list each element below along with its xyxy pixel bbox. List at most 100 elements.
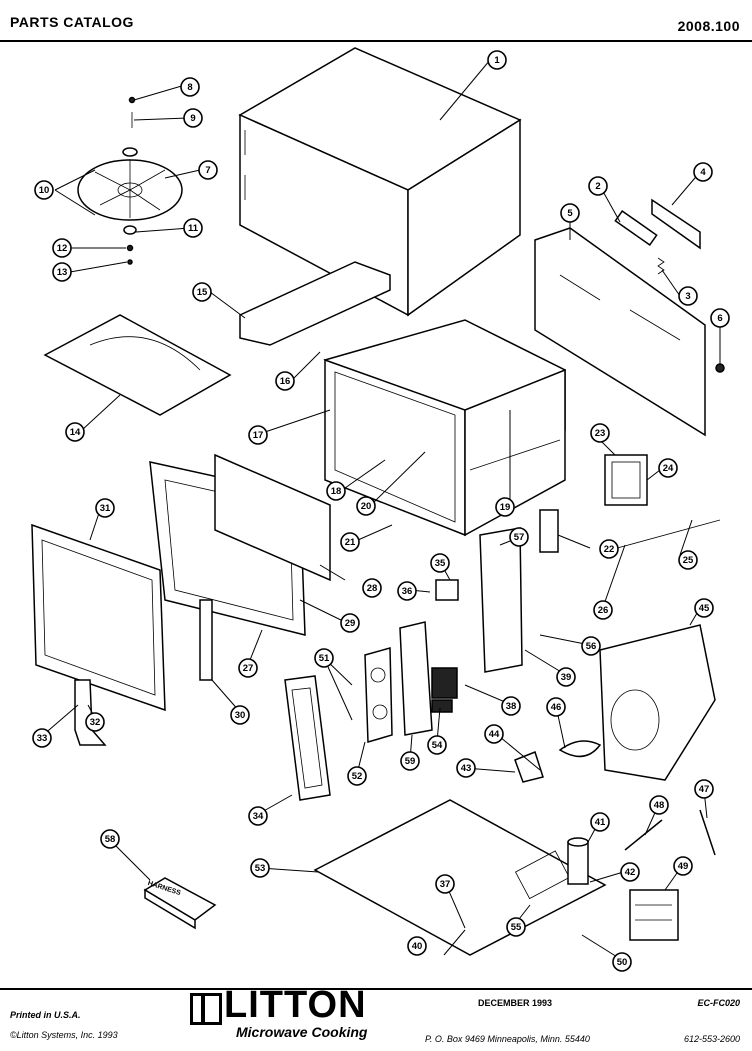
callout-label: 52 [352,771,363,782]
callout-label: 51 [319,653,330,664]
callout-label: 6 [717,313,722,324]
callout-15: 15 [192,282,212,302]
callout-10: 10 [34,180,54,200]
callout-label: 18 [331,486,342,497]
callout-label: 59 [405,756,416,767]
callout-label: 50 [617,957,628,968]
callout-36: 36 [397,581,417,601]
callout-28: 28 [362,578,382,598]
callout-label: 19 [500,502,511,513]
callout-label: 17 [253,430,264,441]
callout-label: 5 [567,208,573,219]
callout-21: 21 [340,532,360,552]
diode [624,809,716,856]
header-rule [0,40,752,42]
callout-label: 2 [595,181,600,192]
company-phone: 612-553-2600 [683,1034,740,1044]
callout-label: 14 [70,427,81,438]
callout-label: 54 [432,740,443,751]
callout-label: 3 [685,291,690,302]
callout-27: 27 [238,658,258,678]
callout-9: 9 [183,108,203,128]
callout-48: 48 [649,795,669,815]
callout-38: 38 [501,696,521,716]
callout-41: 41 [590,812,610,832]
callout-54: 54 [427,735,447,755]
callout-39: 39 [556,667,576,687]
callout-18: 18 [326,481,346,501]
callout-label: 8 [187,82,192,93]
callout-label: 35 [435,558,446,569]
callout-23: 23 [590,423,610,443]
callout-label: 43 [461,763,472,774]
callout-57: 57 [509,527,529,547]
catalog-date: DECEMBER 1993 [478,998,553,1008]
callout-label: 31 [100,503,111,514]
back-panel [534,227,706,437]
callout-49: 49 [673,856,693,876]
callout-58: 58 [100,829,120,849]
callout-label: 44 [489,729,500,740]
callout-label: 33 [37,733,48,744]
callout-37: 37 [435,874,455,894]
callout-16: 16 [275,371,295,391]
callout-56: 56 [581,636,601,656]
callout-label: 25 [683,555,694,566]
callout-33: 33 [32,728,52,748]
callout-25: 25 [678,550,698,570]
copyright-notice: ©Litton Systems, Inc. 1993 [10,1030,118,1040]
capacitor [567,837,589,885]
callout-label: 22 [604,544,615,555]
catalog-title: PARTS CATALOG [10,14,134,30]
door-handle [284,675,331,801]
callout-20: 20 [356,496,376,516]
callout-50: 50 [612,952,632,972]
callout-label: 28 [367,583,378,594]
callout-35: 35 [430,553,450,573]
callout-numbers: 1234567891011121314151617181920212223242… [32,50,730,972]
callout-label: 40 [412,941,423,952]
door-assembly [31,453,331,712]
callout-label: 48 [654,800,665,811]
callout-6: 6 [710,308,730,328]
callout-label: 15 [197,287,208,298]
callout-label: 16 [280,376,291,387]
callout-label: 27 [243,663,254,674]
callout-42: 42 [620,862,640,882]
callout-label: 11 [188,223,199,234]
wire-harness-box [143,877,217,930]
callout-label: 20 [361,501,372,512]
callout-label: 26 [598,605,609,616]
latch-hardware [74,599,213,746]
model-number: 2008.100 [677,18,740,34]
callout-label: 12 [57,243,68,254]
litton-logo-icon [190,993,222,1025]
callout-label: 45 [699,603,710,614]
callout-label: 38 [506,701,517,712]
callout-label: 9 [190,113,195,124]
callout-31: 31 [95,498,115,518]
callout-label: 4 [700,167,706,178]
callout-label: 46 [551,702,562,713]
callout-22: 22 [599,539,619,559]
callout-label: 49 [678,861,689,872]
callout-26: 26 [593,600,613,620]
callout-label: 7 [205,165,210,176]
oven-cavity [323,319,566,537]
callout-7: 7 [198,160,218,180]
stirrer-cover [43,314,232,416]
callout-label: 13 [57,267,68,278]
callout-43: 43 [456,758,476,778]
callout-34: 34 [248,806,268,826]
callout-3: 3 [678,286,698,306]
callout-label: 30 [235,710,246,721]
callout-label: 24 [663,463,674,474]
air-duct [239,261,391,346]
callout-13: 13 [52,262,72,282]
callout-46: 46 [546,697,566,717]
brand-name: LITTON [224,984,367,1026]
callout-59: 59 [400,751,420,771]
callout-label: 47 [699,784,710,795]
